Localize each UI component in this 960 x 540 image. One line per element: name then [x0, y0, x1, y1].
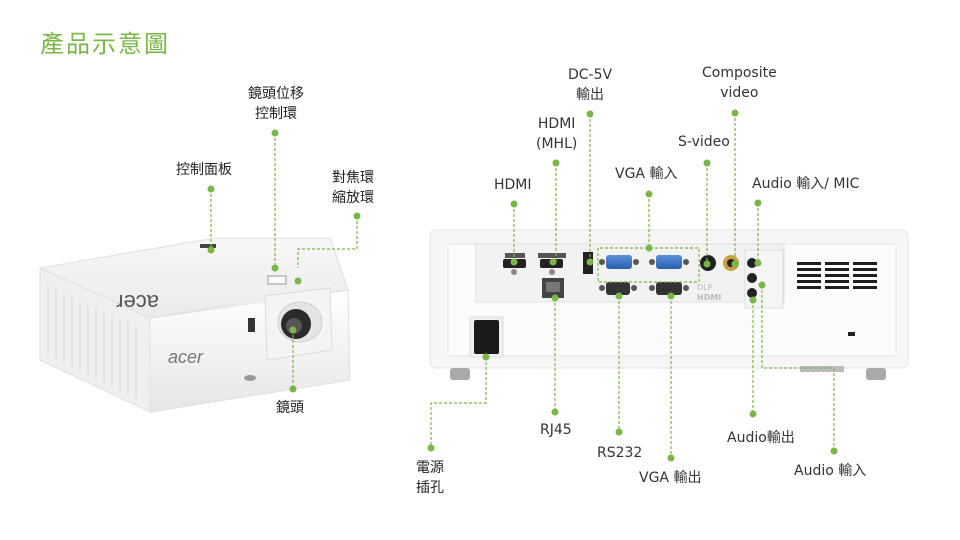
power-socket — [474, 320, 499, 354]
dot-focus-zoom — [353, 212, 361, 220]
dot-vga-in — [645, 190, 653, 198]
label-rj45: RJ45 — [540, 422, 572, 438]
acer-logo-top: acer — [116, 290, 159, 315]
dot-power — [427, 444, 435, 452]
kensington-slot — [848, 332, 855, 336]
label-audio-in-mic: Audio 輸入/ MIC — [752, 176, 860, 192]
acer-logo-front: acer — [168, 347, 204, 367]
dot-hdmi — [510, 200, 518, 208]
side-vents — [47, 285, 137, 399]
dot-hdmi-mhl — [552, 159, 560, 167]
dot-rj45 — [551, 408, 559, 416]
callout-lines — [210, 113, 835, 458]
front-projector-illustration: acer acer — [38, 237, 351, 413]
dot-control-panel — [207, 185, 215, 193]
label-lens: 鏡頭 — [276, 400, 304, 416]
dot-composite — [731, 109, 739, 117]
lens-illustration — [277, 301, 323, 343]
label-composite: Composite video — [702, 65, 777, 101]
vga-in-1-port — [606, 255, 632, 269]
audio-out-jack — [747, 288, 757, 298]
label-hdmi: HDMI — [494, 177, 532, 193]
dot-audio-in-mic — [754, 199, 762, 207]
audio-in-1-mic-jack — [747, 258, 757, 268]
label-lens-shift: 鏡頭位移 控制環 — [248, 86, 304, 122]
dot-lens — [289, 385, 297, 393]
dot-dc5v — [586, 110, 594, 118]
dot-rs232 — [615, 428, 623, 436]
rear-projector-illustration: DLP HDMI — [429, 229, 909, 380]
callout-dots — [207, 109, 838, 462]
label-control-panel: 控制面板 — [176, 162, 232, 178]
audio-in-2-jack — [747, 273, 757, 283]
label-dc5v: DC-5V 輸出 — [568, 67, 613, 103]
vga-out-port — [656, 282, 682, 295]
svg-text:HDMI: HDMI — [697, 293, 721, 302]
page-title: 產品示意圖 — [40, 30, 170, 58]
label-vga-in: VGA 輸入 — [615, 166, 678, 182]
rear-vents — [797, 262, 877, 289]
label-power: 電源 插孔 — [416, 460, 444, 496]
dot-vga-out — [667, 454, 675, 462]
vga-in-2-port — [656, 255, 682, 269]
hdmi1-silkscreen — [505, 253, 525, 258]
label-rs232: RS232 — [597, 445, 643, 461]
dot-audio-in — [830, 447, 838, 455]
label-audio-out: Audio輸出 — [727, 430, 795, 446]
dot-s-video — [703, 159, 711, 167]
dot-lens-shift — [271, 129, 279, 137]
ir-sensor — [248, 318, 255, 332]
control-panel-buttons — [200, 244, 216, 248]
rs232-port — [606, 282, 630, 295]
label-focus-zoom: 對焦環 縮放環 — [332, 170, 374, 206]
dot-audio-out — [749, 410, 757, 418]
label-vga-out: VGA 輸出 — [639, 470, 702, 486]
label-audio-in: Audio 輸入 — [794, 463, 867, 479]
label-hdmi-mhl: HDMI (MHL) — [536, 116, 578, 152]
svg-text:DLP: DLP — [697, 283, 713, 292]
label-s-video: S-video — [678, 134, 730, 150]
